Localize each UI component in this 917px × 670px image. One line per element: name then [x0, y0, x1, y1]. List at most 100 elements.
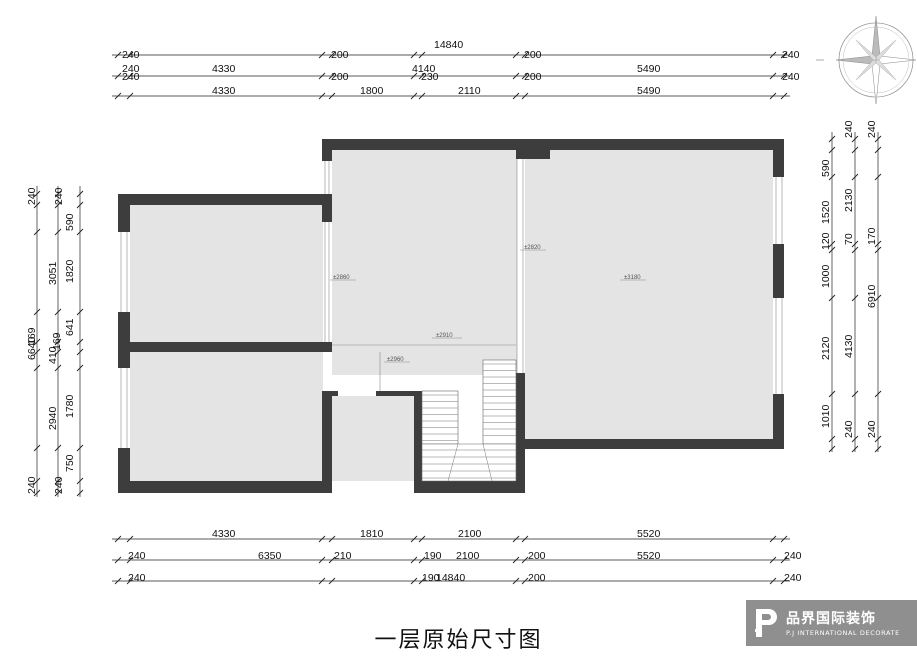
dimension-tick	[54, 338, 62, 346]
dimension-tick	[769, 51, 777, 59]
dimension-tick	[521, 535, 529, 543]
wall	[118, 481, 326, 493]
dim-label: 200	[528, 572, 546, 584]
wall	[525, 439, 784, 449]
wall	[414, 481, 525, 493]
dim-label: 240	[53, 476, 65, 494]
height-mark: ±3180	[624, 275, 641, 281]
dimension-tick	[418, 51, 426, 59]
dimension-tick	[33, 364, 41, 372]
dim-label: 200	[524, 71, 542, 83]
dimension-tick	[54, 364, 62, 372]
dim-label: 1010	[820, 404, 832, 428]
dimension-tick	[874, 390, 882, 398]
dimension-tick	[512, 577, 520, 585]
dimension-tick	[828, 135, 836, 143]
wall	[130, 342, 332, 352]
dim-label: 190	[424, 550, 442, 562]
dim-label: 240	[53, 187, 65, 205]
dim-label: 641	[64, 318, 76, 336]
dimension-tick	[76, 228, 84, 236]
dimension-tick	[328, 51, 336, 59]
height-mark: ±2910	[436, 333, 453, 339]
windows	[120, 159, 783, 448]
dim-label: 240	[128, 572, 146, 584]
dimension-tick	[126, 51, 134, 59]
dimension-tick	[780, 577, 788, 585]
dimension-tick	[874, 173, 882, 181]
dim-label: 240	[128, 550, 146, 562]
dimension-tick	[54, 477, 62, 485]
dim-label: 240	[784, 550, 802, 562]
dim-label: 4330	[212, 63, 236, 75]
dimension-tick	[114, 577, 122, 585]
dim-label: 5520	[637, 550, 661, 562]
dimension-tick	[418, 577, 426, 585]
dimension-tick	[828, 445, 836, 453]
height-mark: ±2820	[524, 245, 541, 251]
bottom-dimensions: 4330 1810 2100 5520 240 6350 210 190 210…	[128, 528, 802, 584]
dimension-tick	[33, 477, 41, 485]
dimension-tick	[874, 246, 882, 254]
dim-label: 240	[866, 120, 878, 138]
wall	[322, 391, 332, 493]
dimension-tick	[769, 72, 777, 80]
dim-label: 200	[524, 49, 542, 61]
dim-label: 190	[422, 572, 440, 584]
floor-areas	[130, 150, 773, 481]
dimension-tick	[769, 556, 777, 564]
wall	[516, 373, 525, 493]
dimension-tick	[76, 308, 84, 316]
dimension-tick	[33, 348, 41, 356]
dim-label: 240	[122, 49, 140, 61]
page-title: 一层原始尺寸图	[374, 628, 543, 653]
room-bottom-left-floor	[130, 352, 323, 481]
dimension-tick	[328, 72, 336, 80]
dim-label: 4330	[212, 85, 236, 97]
dimension-tick	[76, 444, 84, 452]
dim-label: 1520	[820, 200, 832, 224]
compass-rose-icon	[816, 15, 917, 105]
dimension-tick	[33, 190, 41, 198]
dimension-tick	[33, 444, 41, 452]
wall	[322, 391, 338, 396]
dimension-tick	[126, 577, 134, 585]
dimension-tick	[318, 72, 326, 80]
dim-label: 240	[122, 71, 140, 83]
dimension-tick	[874, 240, 882, 248]
dimension-tick	[126, 72, 134, 80]
dimension-tick	[512, 535, 520, 543]
dimension-tick	[851, 294, 859, 302]
dim-label: 4130	[843, 334, 855, 358]
dimension-tick	[780, 535, 788, 543]
dimension-tick	[828, 246, 836, 254]
dimension-tick	[828, 390, 836, 398]
room-top-left-floor	[130, 205, 323, 342]
dimension-tick	[828, 173, 836, 181]
wall	[414, 391, 422, 493]
wall	[118, 194, 323, 205]
dim-label: 169	[26, 327, 38, 345]
stair-tread	[482, 443, 493, 482]
dimension-tick	[318, 535, 326, 543]
dimension-tick	[521, 72, 529, 80]
dimension-tick	[521, 577, 529, 585]
dimension-tick	[318, 577, 326, 585]
dimension-tick	[828, 294, 836, 302]
dimension-tick	[76, 489, 84, 497]
dim-label: 5490	[637, 85, 661, 97]
dim-label: 6910	[866, 284, 878, 308]
dim-label: 169	[51, 332, 63, 350]
dimension-tick	[874, 294, 882, 302]
wall	[376, 391, 422, 396]
dimension-tick	[851, 146, 859, 154]
wall	[773, 394, 784, 449]
dimension-tick	[780, 92, 788, 100]
dimension-tick	[851, 135, 859, 143]
dimension-tick	[851, 240, 859, 248]
dimension-tick	[126, 535, 134, 543]
pj-logo-icon	[755, 609, 777, 637]
dim-label: 240	[782, 49, 800, 61]
left-dimensions: 6640 3051 2940 240 240 169 410 240 590 1…	[26, 187, 76, 494]
dim-label: 170	[866, 227, 878, 245]
